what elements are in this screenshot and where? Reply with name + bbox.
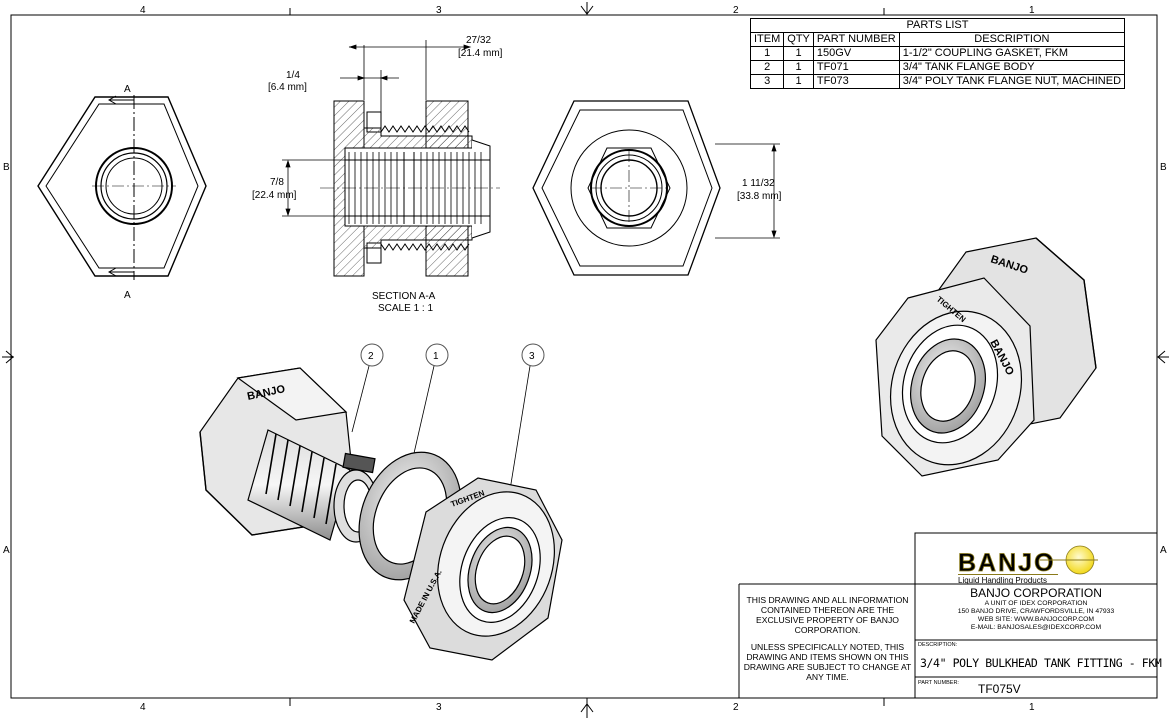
balloon-3-label: 3: [529, 351, 535, 362]
zone-col-2-top: 2: [733, 5, 739, 16]
cell-item: 2: [749, 60, 785, 75]
zone-col-3-top: 3: [436, 5, 442, 16]
front-view-hex: [37, 95, 207, 280]
zone-row-b-right: B: [1160, 162, 1167, 173]
col-qty: QTY: [783, 32, 814, 47]
title-block-frame: [738, 532, 1158, 699]
drawing-part-number: TF075V: [978, 682, 1021, 696]
balloon-2: 2: [351, 343, 384, 433]
cell-qty: 1: [783, 60, 814, 75]
zone-row-a-right: A: [1160, 545, 1167, 556]
balloon-1: 1: [411, 343, 449, 463]
section-cut-label-bottom: A: [124, 290, 131, 301]
section-cut-arrows: [107, 95, 134, 277]
zone-col-4-bottom: 4: [140, 702, 146, 713]
section-title: SECTION A-A: [372, 291, 436, 302]
section-scale: SCALE 1 : 1: [378, 303, 433, 314]
description-label: DESCRIPTION:: [918, 642, 958, 648]
balloon-3: 3: [509, 343, 545, 491]
cell-part: TF073: [812, 74, 900, 89]
company-email: E-MAIL: BANJOSALES@IDEXCORP.COM: [970, 624, 1102, 631]
cell-desc: 3/4" POLY TANK FLANGE NUT, MACHINED: [898, 74, 1126, 89]
cell-part: TF071: [812, 60, 900, 75]
dim-7-8: 7/8: [270, 177, 284, 188]
drawing-description: 3/4" POLY BULKHEAD TANK FITTING - FKM: [920, 656, 1162, 670]
zone-col-2-bottom: 2: [733, 702, 739, 713]
section-cut-label-top: A: [124, 84, 131, 95]
zone-row-a-left: A: [3, 545, 10, 556]
cell-desc: 1-1/2" COUPLING GASKET, FKM: [898, 46, 1126, 61]
cell-qty: 1: [783, 46, 814, 61]
dim-1-11-32: 1 11/32: [742, 178, 775, 189]
zone-col-4-top: 4: [140, 5, 146, 16]
parts-list-table: PARTS LIST ITEM QTY PART NUMBER DESCRIPT…: [749, 18, 1126, 89]
back-view-hex: [532, 100, 721, 276]
cell-desc: 3/4" TANK FLANGE BODY: [898, 60, 1126, 75]
balloon-1-label: 1: [433, 351, 439, 362]
banjo-logo-tagline: Liquid Handling Products: [958, 576, 1047, 585]
part-number-label: PART NUMBER:: [918, 680, 959, 686]
balloon-2-label: 2: [368, 351, 374, 362]
cell-item: 1: [749, 46, 785, 61]
banjo-logo-word: BANJO: [958, 549, 1056, 577]
section-view: [320, 100, 500, 277]
cell-qty: 1: [783, 74, 814, 89]
zone-col-3-bottom: 3: [436, 702, 442, 713]
table-row: 2 1 TF071 3/4" TANK FLANGE BODY: [749, 60, 1126, 75]
col-part-number: PART NUMBER: [812, 32, 900, 47]
dim-1-4-metric: [6.4 mm]: [268, 82, 307, 93]
table-row: 3 1 TF073 3/4" POLY TANK FLANGE NUT, MAC…: [749, 74, 1126, 89]
dim-27-32-metric: [21.4 mm]: [458, 48, 503, 59]
company-unit: A UNIT OF IDEX CORPORATION: [984, 600, 1088, 607]
cell-item: 3: [749, 74, 785, 89]
col-item: ITEM: [749, 32, 785, 47]
dim-1-11-32-metric: [33.8 mm]: [737, 191, 782, 202]
parts-list-title: PARTS LIST: [749, 18, 1126, 33]
zone-col-1-top: 1: [1029, 5, 1035, 16]
parts-list-header: ITEM QTY PART NUMBER DESCRIPTION: [749, 32, 1126, 47]
notice-change: UNLESS SPECIFICALLY NOTED, THIS DRAWING …: [743, 642, 912, 682]
section-dimension-lines: [282, 40, 780, 239]
banjo-logo: BANJO Liquid Handling Products: [958, 545, 1098, 585]
assembled-iso-view: [875, 237, 1097, 477]
property-notice: THIS DRAWING AND ALL INFORMATION CONTAIN…: [741, 595, 914, 689]
zone-row-b-left: B: [3, 162, 10, 173]
dim-7-8-metric: [22.4 mm]: [252, 190, 297, 201]
company-info: BANJO CORPORATION A UNIT OF IDEX CORPORA…: [918, 587, 1154, 632]
cell-part: 150GV: [812, 46, 900, 61]
dim-27-32: 27/32: [466, 35, 491, 46]
company-name: BANJO CORPORATION: [970, 586, 1102, 600]
notice-ownership: THIS DRAWING AND ALL INFORMATION CONTAIN…: [746, 595, 909, 635]
col-description: DESCRIPTION: [898, 32, 1126, 47]
zone-col-1-bottom: 1: [1029, 702, 1035, 713]
company-address: 150 BANJO DRIVE, CRAWFORDSVILLE, IN 4793…: [957, 608, 1115, 615]
table-row: 1 1 150GV 1-1/2" COUPLING GASKET, FKM: [749, 46, 1126, 61]
dim-1-4: 1/4: [286, 70, 300, 81]
exploded-assembly: [199, 367, 563, 661]
company-web: WEB SITE: WWW.BANJOCORP.COM: [977, 616, 1095, 623]
